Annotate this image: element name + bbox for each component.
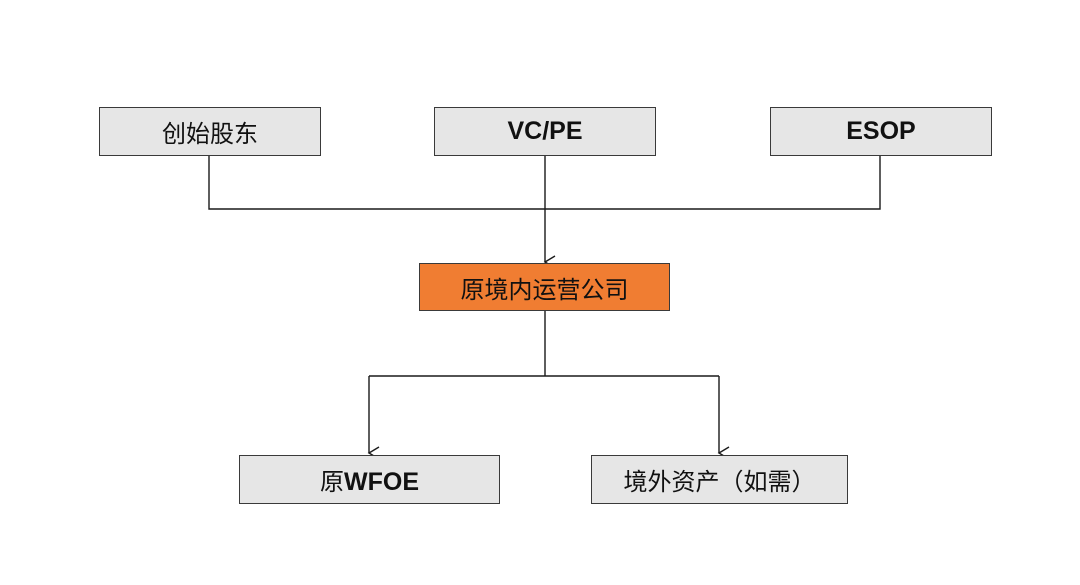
overseas-assets-label: 境外资产（如需） xyxy=(623,468,816,496)
overseas-assets-box: 境外资产（如需） xyxy=(591,455,848,504)
esop-label: ESOP xyxy=(846,117,916,145)
vcpe-box: VC/PE xyxy=(434,107,656,156)
wfoe-label-prefix: 原 xyxy=(320,468,344,496)
wfoe-label-suffix: WFOE xyxy=(344,468,419,496)
wfoe-label: 原WFOE xyxy=(320,462,419,497)
esop-box: ESOP xyxy=(770,107,992,156)
vcpe-label: VC/PE xyxy=(507,117,583,145)
wfoe-box: 原WFOE xyxy=(239,455,500,504)
opco-box: 原境内运营公司 xyxy=(419,263,670,311)
founders-connector xyxy=(208,156,545,210)
opco-label: 原境内运营公司 xyxy=(460,275,629,304)
founders-label: 创始股东 xyxy=(162,120,258,148)
founders-box: 创始股东 xyxy=(99,107,321,156)
esop-connector xyxy=(545,156,881,210)
